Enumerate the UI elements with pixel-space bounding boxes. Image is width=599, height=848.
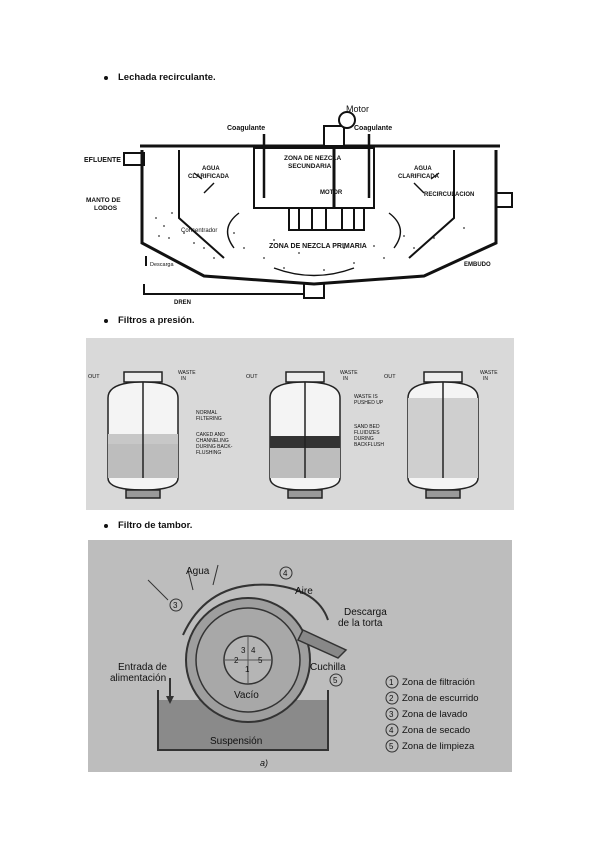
efluente-label: EFLUENTE	[84, 157, 121, 164]
dren-label: DREN	[174, 300, 191, 306]
bullet-icon	[104, 318, 108, 323]
vacio-label: Vacío	[234, 690, 259, 701]
caption-label: a)	[260, 758, 268, 768]
agua-label: Agua	[186, 566, 210, 577]
aire-label: Aire	[295, 586, 313, 597]
legend-text: Zona de secado	[402, 725, 470, 736]
section-heading-2: Filtros a presión.	[104, 315, 195, 326]
out-label-3: OUT	[384, 374, 396, 380]
legend-num: 2	[389, 694, 394, 703]
inner-num-3: 3	[241, 646, 246, 655]
section-title: Lechada recirculante.	[118, 72, 216, 83]
legend-text: Zona de escurrido	[402, 693, 479, 704]
legend-num: 1	[389, 678, 394, 687]
zone-legend: 1 Zona de filtración 2 Zona de escurrido…	[385, 675, 479, 753]
section-title: Filtros a presión.	[118, 315, 195, 326]
motor-inner-label: MOTOR	[320, 190, 343, 196]
legend-text: Zona de lavado	[402, 709, 468, 720]
callout-3: 3	[173, 601, 178, 610]
legend-text: Zona de limpieza	[402, 741, 475, 752]
concentrador-label: Concentrador	[181, 228, 217, 234]
legend-text: Zona de filtración	[402, 677, 475, 688]
inner-num-1: 1	[245, 665, 250, 674]
out-label-1: OUT	[88, 374, 100, 380]
section-heading-1: Lechada recirculante.	[104, 72, 216, 83]
legend-num: 4	[389, 726, 394, 735]
bullet-icon	[104, 523, 108, 528]
callout-5: 5	[333, 676, 338, 685]
section-title: Filtro de tambor.	[118, 520, 193, 531]
inner-num-2: 2	[234, 656, 239, 665]
callout-4: 4	[283, 569, 288, 578]
inner-num-4: 4	[251, 646, 256, 655]
inner-num-5: 5	[258, 656, 263, 665]
clarifier-diagram: Motor Coagulante Coagulante EFLUENTE AGU…	[84, 98, 524, 308]
out-label-2: OUT	[246, 374, 258, 380]
legend-num: 5	[389, 742, 394, 751]
suspension-label: Suspensión	[210, 736, 262, 747]
recirculacion-label: RECIRCULACION	[424, 192, 474, 198]
legend-num: 3	[389, 710, 394, 719]
embudo-label: EMBUDO	[464, 262, 491, 268]
descarga-label: Descarga	[150, 262, 174, 268]
section-heading-3: Filtro de tambor.	[104, 520, 192, 531]
coagulante-right-label: Coagulante	[354, 125, 392, 132]
zona-primaria-label: ZONA DE NEZCLA PRIMARIA	[269, 243, 367, 250]
motor-label: Motor	[346, 104, 369, 114]
coagulante-left-label: Coagulante	[227, 125, 265, 132]
bullet-icon	[104, 75, 108, 80]
cuchilla-label: Cuchilla	[310, 662, 346, 673]
